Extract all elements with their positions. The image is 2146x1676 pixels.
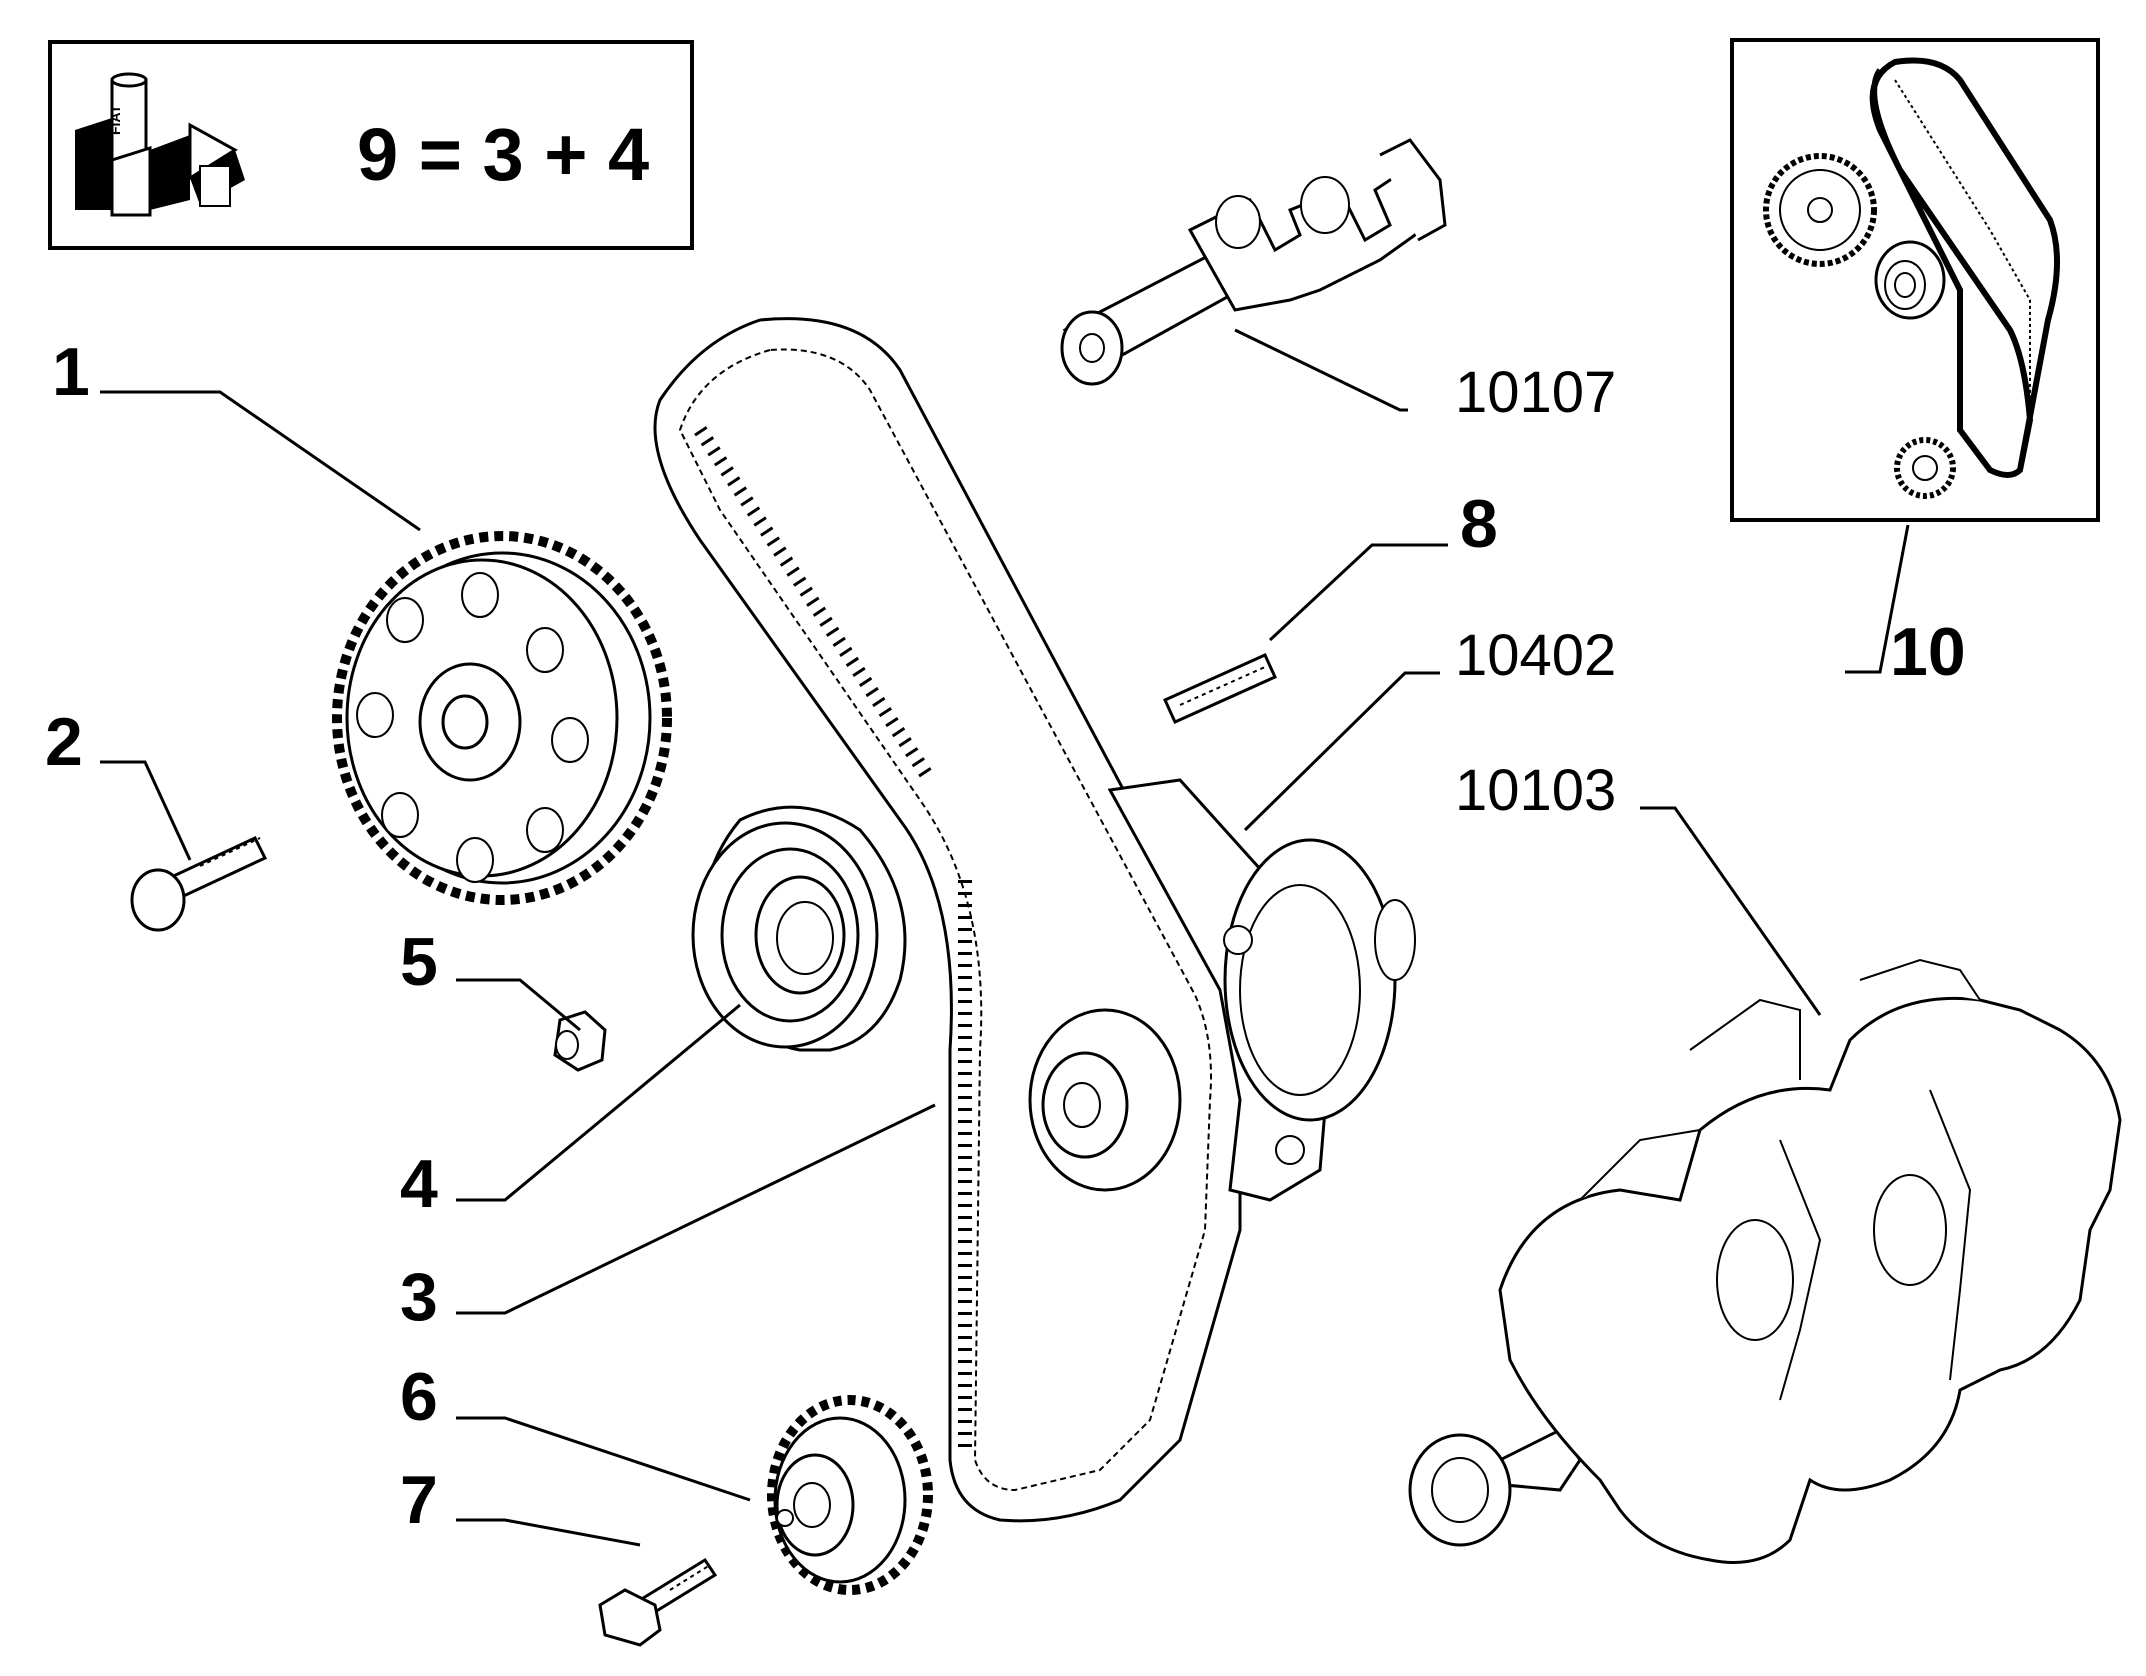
oil-pump-icon bbox=[1107, 778, 1416, 1202]
callout-10: 10 bbox=[1890, 614, 1966, 690]
mini-timing-belt-icon bbox=[1869, 57, 2061, 478]
crankshaft-gear-icon bbox=[767, 1395, 933, 1595]
mini-camshaft-gear-icon bbox=[1763, 153, 1877, 267]
reference-10107: 10107 bbox=[1455, 360, 1616, 425]
tensioner-pulley-icon bbox=[691, 805, 907, 1052]
reference-labels: 10107 10402 10103 bbox=[1455, 360, 1616, 823]
callout-2: 2 bbox=[45, 704, 83, 780]
crank-gear-bolt-icon bbox=[598, 1557, 718, 1647]
leader-lines bbox=[100, 328, 1910, 1547]
crankshaft-icon bbox=[1408, 958, 2122, 1564]
stud-icon bbox=[1163, 653, 1277, 724]
camshaft-icon bbox=[1060, 138, 1447, 386]
callout-3: 3 bbox=[400, 1259, 438, 1335]
callout-1: 1 bbox=[52, 334, 90, 410]
callout-6: 6 bbox=[400, 1359, 438, 1435]
reference-10402: 10402 bbox=[1455, 623, 1616, 688]
kit-equation-text: 9 = 3 + 4 bbox=[357, 113, 649, 196]
callout-7: 7 bbox=[400, 1462, 438, 1538]
kit-logo-brand: FIAT bbox=[107, 104, 123, 135]
callout-labels: 1 2 3 4 5 6 7 8 10 bbox=[45, 334, 1966, 1538]
bolt-icon bbox=[130, 836, 268, 932]
callout-8: 8 bbox=[1460, 486, 1498, 562]
kit-inset-box bbox=[1730, 38, 2100, 522]
reference-10103: 10103 bbox=[1455, 758, 1616, 823]
callout-5: 5 bbox=[400, 924, 438, 1000]
belt-pulley-hub-icon bbox=[1028, 1008, 1182, 1192]
kit-equation-box: FIAT 9 = 3 + 4 bbox=[48, 40, 694, 250]
nut-icon bbox=[553, 1010, 607, 1072]
fiat-kit-logo-icon: FIAT bbox=[75, 72, 245, 217]
mini-tensioner-icon bbox=[1874, 240, 1946, 320]
camshaft-gear-icon bbox=[332, 531, 672, 905]
callout-4: 4 bbox=[400, 1146, 438, 1222]
mini-crank-gear-icon bbox=[1894, 437, 1956, 499]
